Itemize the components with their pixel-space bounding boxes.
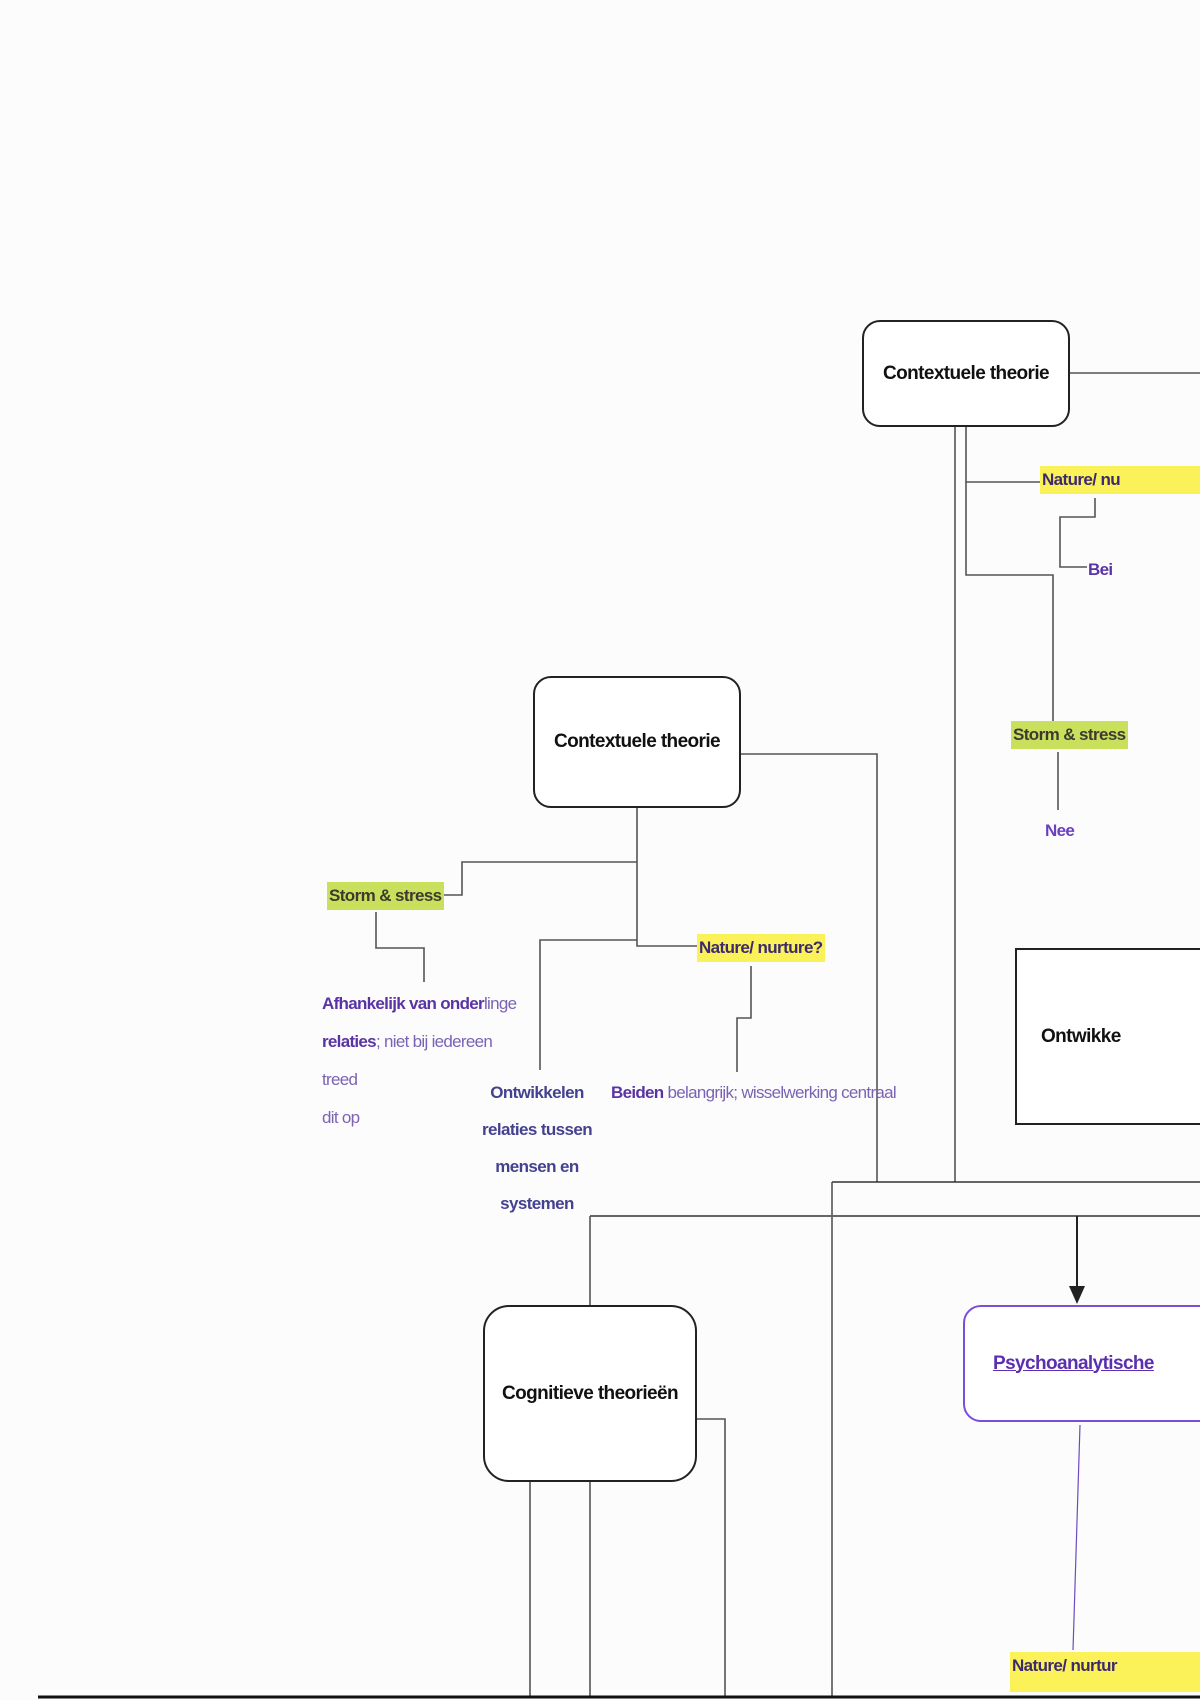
node-cognitieve-theorieen[interactable]: Cognitieve theorieën xyxy=(483,1305,697,1482)
note-nee: Nee xyxy=(1045,821,1075,840)
note-text: belangrijk; wisselwerking centraal xyxy=(663,1083,897,1102)
node-contextuele-theorie-top[interactable]: Contextuele theorie xyxy=(862,320,1070,427)
node-psychoanalytische[interactable]: Psychoanalytische xyxy=(963,1305,1200,1422)
tag-nature-nurture-top: Nature/ nu xyxy=(1040,466,1200,494)
note-text: ; niet bij iedereen treed xyxy=(322,1032,493,1089)
node-label: Cognitieve theorieën xyxy=(502,1382,679,1404)
note-line: Ontwikkelen xyxy=(490,1083,584,1102)
note-afhankelijk: Afhankelijk van onderlinge relaties; nie… xyxy=(322,985,522,1137)
note-bold: Afhankelijk van onder xyxy=(322,994,485,1013)
node-contextuele-theorie-mid[interactable]: Contextuele theorie xyxy=(533,676,741,808)
tag-nature-nurture-mid: Nature/ nurture? xyxy=(697,934,825,962)
note-text: linge xyxy=(483,994,517,1013)
note-beiden-mid: Beiden belangrijk; wisselwerking centraa… xyxy=(611,1074,897,1112)
node-label: Contextuele theorie xyxy=(883,362,1050,384)
note-bold: relaties xyxy=(322,1032,377,1051)
tag-storm-stress-mid: Storm & stress xyxy=(327,882,444,910)
note-bold: Beiden xyxy=(611,1083,664,1102)
note-line: systemen xyxy=(500,1194,574,1213)
note-beiden-top: Bei xyxy=(1088,560,1113,579)
node-label: Contextuele theorie xyxy=(554,731,721,752)
node-label: Ontwikke xyxy=(1041,1025,1121,1047)
node-ontwikkeling[interactable]: Ontwikke xyxy=(1015,948,1200,1125)
note-line: mensen en xyxy=(495,1157,579,1176)
note-ontwikkelen: Ontwikkelen relaties tussen mensen en sy… xyxy=(467,1074,607,1222)
note-text: dit op xyxy=(322,1108,360,1127)
node-link-label[interactable]: Psychoanalytische xyxy=(993,1352,1154,1374)
tag-nature-nurture-bottom: Nature/ nurtur xyxy=(1010,1652,1200,1692)
note-line: relaties tussen xyxy=(481,1120,593,1139)
tag-storm-stress-top: Storm & stress xyxy=(1011,721,1128,749)
